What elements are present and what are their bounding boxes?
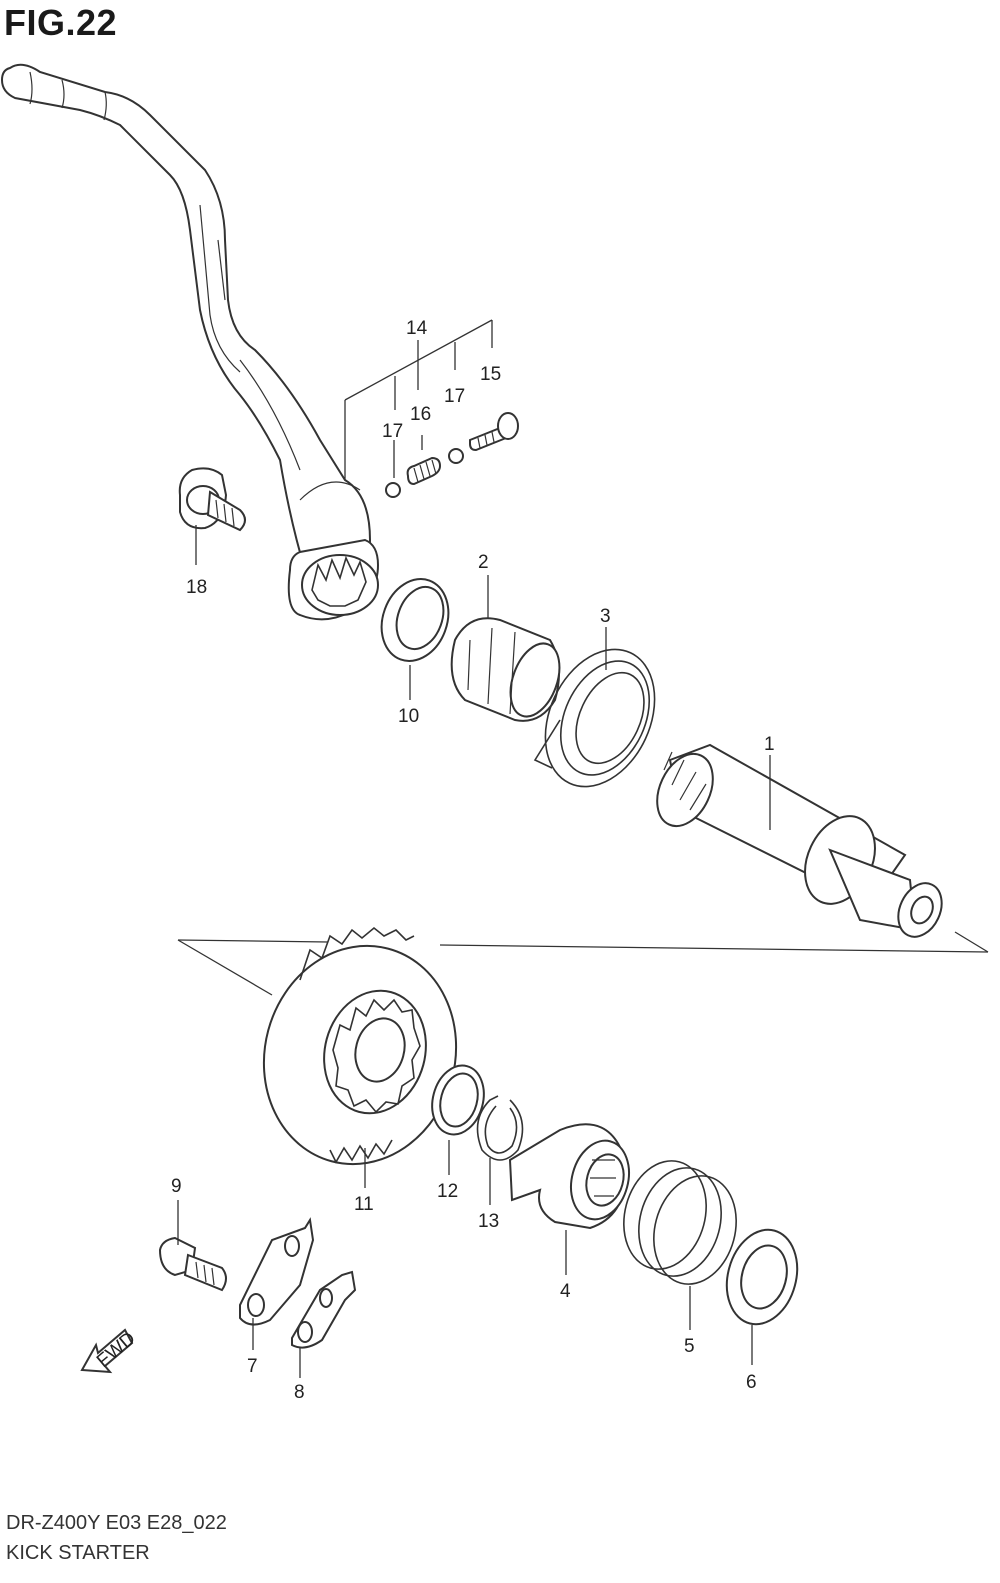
callout-8: 8 <box>294 1382 305 1403</box>
callout-12: 12 <box>437 1181 458 1202</box>
callout-18: 18 <box>186 577 207 598</box>
plate-part-7 <box>239 1217 315 1326</box>
callout-14: 14 <box>406 318 428 339</box>
plate-part-8 <box>291 1270 357 1349</box>
callout-2: 2 <box>478 552 489 573</box>
kick-lever <box>0 63 380 621</box>
lever-small-parts <box>385 412 519 498</box>
callout-11: 11 <box>354 1194 374 1215</box>
bolt-part-9 <box>158 1236 227 1292</box>
callout-16: 16 <box>410 404 431 425</box>
callout-13: 13 <box>478 1211 499 1232</box>
callout-17a: 17 <box>382 421 403 442</box>
callout-6: 6 <box>746 1372 757 1393</box>
spring-part-5 <box>623 1160 737 1285</box>
callout-15: 15 <box>480 364 501 385</box>
washer-part-6 <box>725 1228 799 1326</box>
callout-7: 7 <box>247 1356 258 1377</box>
callout-5: 5 <box>684 1336 695 1357</box>
leader-line <box>439 944 989 953</box>
callout-4: 4 <box>560 1281 571 1302</box>
leader-line <box>954 931 989 953</box>
section-title: KICK STARTER <box>6 1542 150 1564</box>
model-code: DR-Z400Y E03 E28_022 <box>6 1512 227 1534</box>
fwd-label: FWD <box>93 1328 140 1372</box>
callout-1: 1 <box>764 734 775 755</box>
guide-part-2 <box>450 617 561 722</box>
shaft-part-1 <box>656 743 943 938</box>
return-spring-part-3 <box>533 648 656 788</box>
circlip-part-13 <box>476 1095 524 1161</box>
stopper-part-4 <box>508 1123 630 1230</box>
oil-seal-part-10 <box>380 578 450 662</box>
forward-arrow-icon: FWD <box>80 1328 140 1374</box>
washer-part-12 <box>431 1064 485 1136</box>
idle-gear-part-11 <box>262 926 458 1166</box>
callout-9: 9 <box>171 1176 182 1197</box>
figure-title: FIG.22 <box>4 2 118 43</box>
bolt-part-18 <box>178 467 246 532</box>
callout-17b: 17 <box>444 386 465 407</box>
callout-3: 3 <box>600 606 611 627</box>
leader-line <box>177 939 273 996</box>
leader-line <box>177 939 329 943</box>
callout-10: 10 <box>398 706 419 727</box>
